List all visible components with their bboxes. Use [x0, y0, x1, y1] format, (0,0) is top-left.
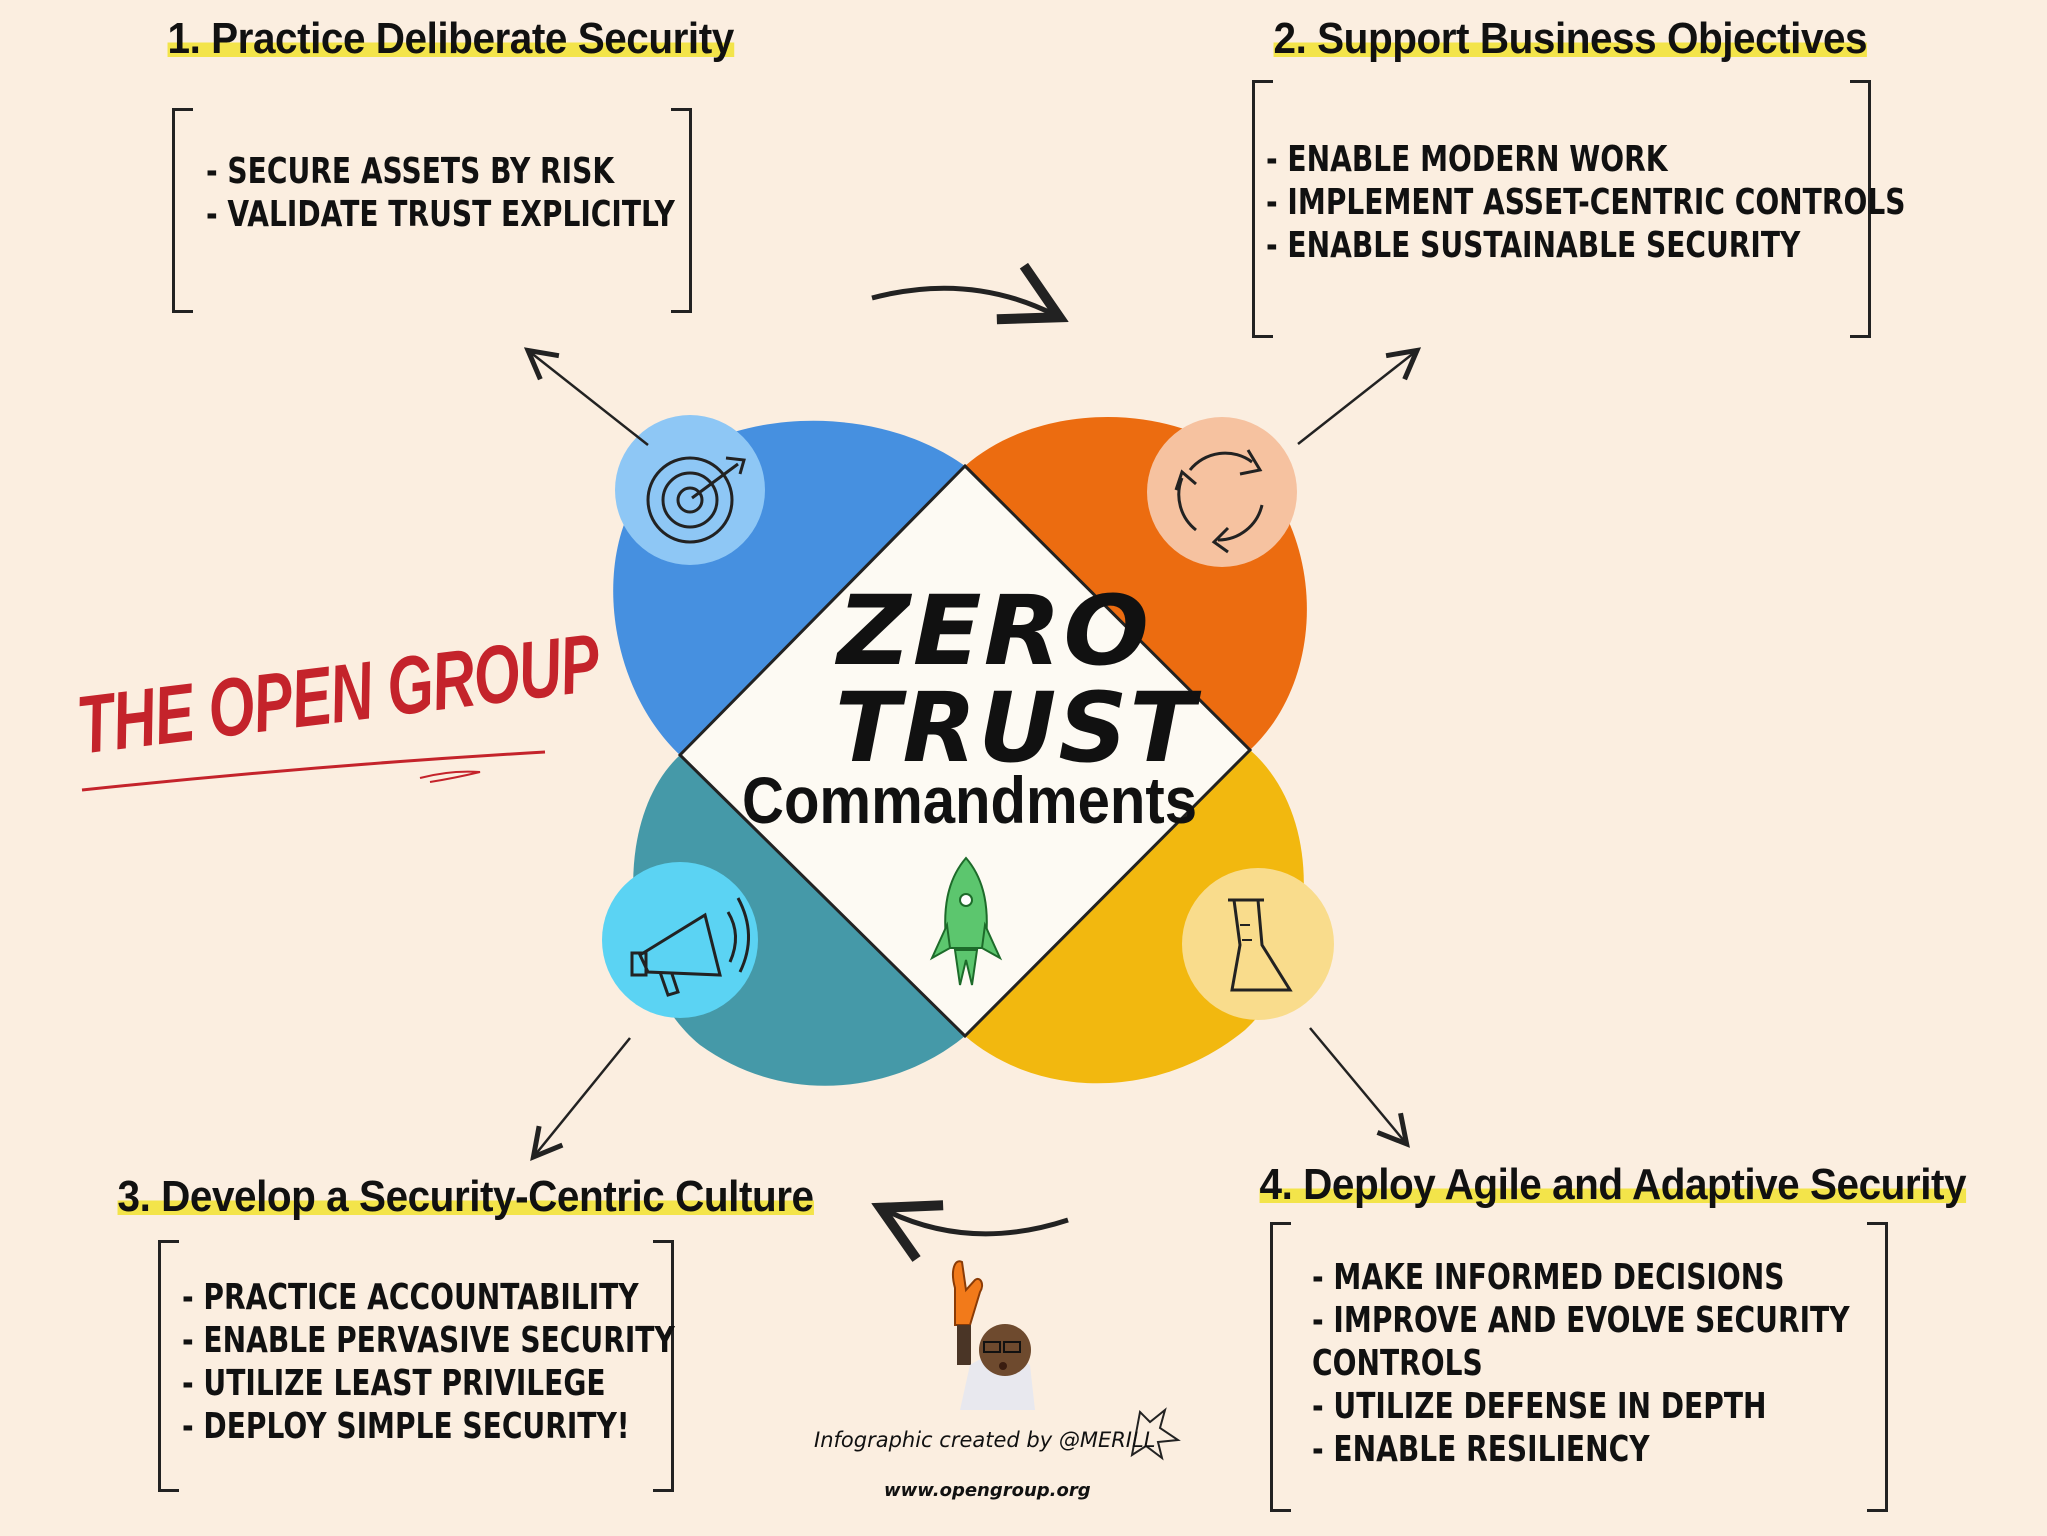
list-item: - ENABLE SUSTAINABLE SECURITY — [1266, 225, 1801, 266]
section-2-box — [1252, 80, 1871, 338]
list-item: - DEPLOY SIMPLE SECURITY! — [182, 1406, 630, 1447]
section-1-heading: 1. Practice Deliberate Security — [162, 14, 739, 64]
list-item: - IMPROVE AND EVOLVE SECURITY — [1312, 1300, 1850, 1341]
section-1-list: - SECURE ASSETS BY RISK - VALIDATE TRUST… — [206, 150, 675, 236]
section-2-heading: 2. Support Business Objectives — [1268, 14, 1873, 64]
spark-icon — [1130, 1407, 1181, 1461]
brand-underline-flourish — [419, 770, 481, 783]
list-item: - SECURE ASSETS BY RISK — [206, 151, 615, 192]
target-icon — [615, 415, 765, 565]
arrow-top — [871, 288, 1055, 315]
arrow-to-section-4 — [1309, 1027, 1405, 1142]
list-item: - IMPLEMENT ASSET-CENTRIC CONTROLS — [1266, 182, 1906, 223]
list-item: - MAKE INFORMED DECISIONS — [1312, 1257, 1785, 1298]
section-4-list: - MAKE INFORMED DECISIONS - IMPROVE AND … — [1312, 1256, 1850, 1471]
arrow-bottom — [885, 1210, 1069, 1234]
section-1-box — [172, 108, 692, 313]
list-item: - PRACTICE ACCOUNTABILITY — [182, 1277, 639, 1318]
section-2-list: - ENABLE MODERN WORK - IMPLEMENT ASSET-C… — [1266, 138, 1905, 267]
rocket-icon — [929, 856, 1003, 986]
cycle-icon — [1147, 417, 1297, 567]
arrow-to-section-2 — [1297, 352, 1415, 445]
brand-underline — [81, 750, 546, 792]
title-trust: TRUST — [835, 672, 1197, 784]
arrow-to-section-3 — [535, 1037, 631, 1155]
list-item: - ENABLE MODERN WORK — [1266, 139, 1668, 180]
section-3-box — [158, 1240, 674, 1492]
section-3-heading-text: 3. Develop a Security-Centric Culture — [117, 1172, 814, 1221]
list-item: - ENABLE RESILIENCY — [1312, 1429, 1650, 1470]
section-3-heading: 3. Develop a Security-Centric Culture — [112, 1172, 819, 1222]
section-4-box — [1270, 1222, 1888, 1512]
avatar — [952, 1260, 1035, 1410]
flask-icon — [1182, 868, 1334, 1020]
section-2-heading-text: 2. Support Business Objectives — [1273, 14, 1868, 63]
list-item: - ENABLE PERVASIVE SECURITY — [182, 1320, 675, 1361]
list-item: - UTILIZE DEFENSE IN DEPTH — [1312, 1386, 1767, 1427]
section-3-list: - PRACTICE ACCOUNTABILITY - ENABLE PERVA… — [182, 1276, 675, 1448]
section-4-heading-text: 4. Deploy Agile and Adaptive Security — [1259, 1160, 1967, 1209]
center-diamond — [677, 463, 1253, 1039]
title-commandments: Commandments — [742, 763, 1198, 837]
list-item: - VALIDATE TRUST EXPLICITLY — [206, 194, 675, 235]
title-zero: ZERO — [837, 575, 1152, 687]
megaphone-icon — [602, 862, 758, 1018]
credit-text: Infographic created by @MERILL — [814, 1428, 1156, 1452]
website-link[interactable]: www.opengroup.org — [884, 1480, 1091, 1501]
arrow-to-section-1 — [530, 352, 649, 446]
section-4-heading: 4. Deploy Agile and Adaptive Security — [1254, 1160, 1972, 1210]
section-1-heading-text: 1. Practice Deliberate Security — [167, 14, 734, 63]
list-item: - UTILIZE LEAST PRIVILEGE — [182, 1363, 606, 1404]
list-item: CONTROLS — [1312, 1343, 1483, 1384]
